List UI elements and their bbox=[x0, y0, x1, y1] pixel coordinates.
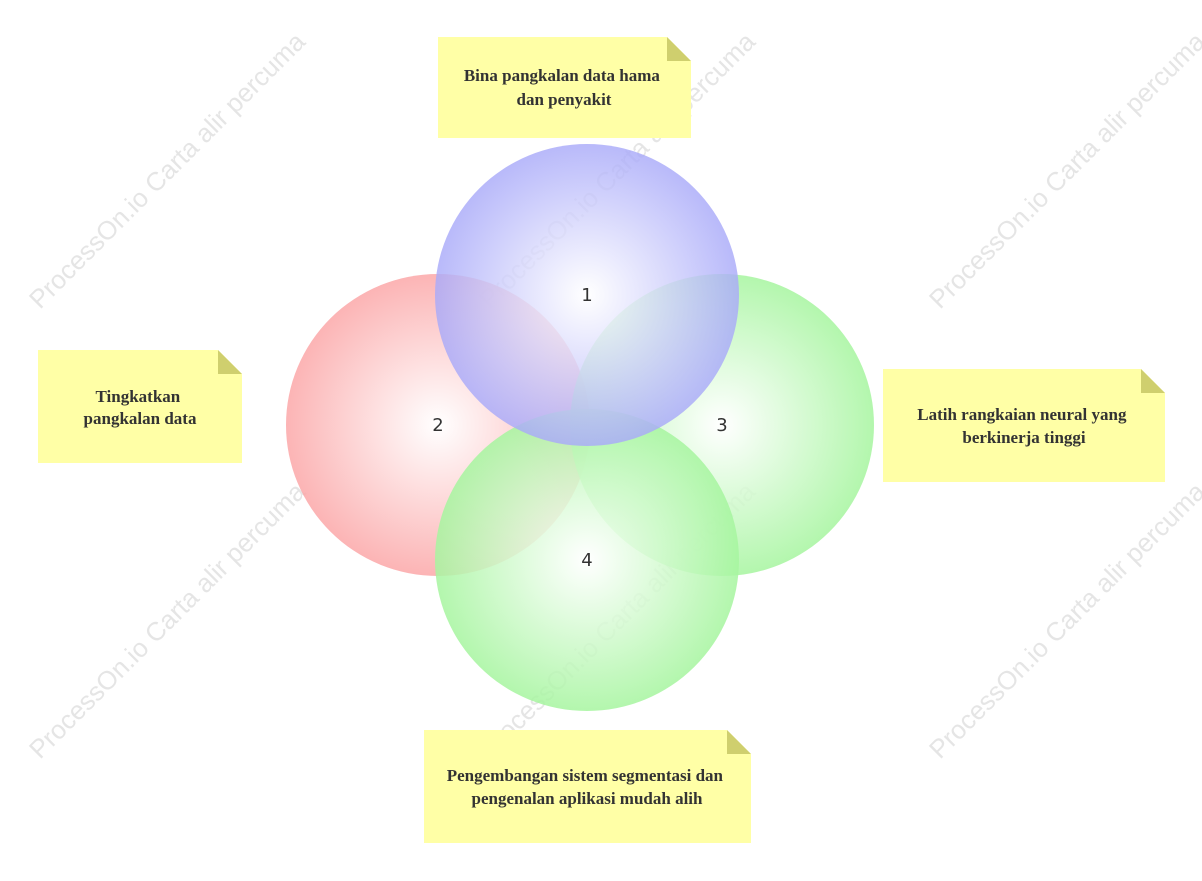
svg-text:Pengembangan sistem segmentasi: Pengembangan sistem segmentasi dan penge… bbox=[447, 766, 728, 808]
watermark-text: ProcessOn.io Carta alir percuma bbox=[23, 26, 311, 314]
note-top-fold-icon bbox=[667, 37, 691, 61]
note-left-line-2: pangkalan data bbox=[84, 409, 197, 428]
note-top[interactable]: Bina pangkalan data hama dan penyakit bbox=[438, 37, 691, 138]
circle-3-label: 3 bbox=[716, 415, 727, 436]
svg-text:Tingkatkan pangkalan dat: Tingkatkan pangkalan data bbox=[84, 387, 197, 428]
note-bottom[interactable]: Pengembangan sistem segmentasi dan penge… bbox=[424, 730, 751, 843]
circle-1-label: 1 bbox=[581, 285, 592, 306]
circle-4-label: 4 bbox=[581, 550, 592, 571]
circle-4[interactable] bbox=[435, 409, 739, 711]
svg-text:Bina pangkalan data hama: Bina pangkalan data hama dan penyakit bbox=[464, 66, 664, 109]
note-left[interactable]: Tingkatkan pangkalan data bbox=[38, 350, 242, 463]
watermark-text: ProcessOn.io Carta alir percuma bbox=[923, 476, 1202, 764]
venn-circles bbox=[286, 144, 874, 711]
note-top-body bbox=[438, 37, 691, 138]
note-right-line-1: Latih rangkaian neural yang bbox=[917, 405, 1127, 424]
circle-labels: 1 2 3 4 bbox=[432, 285, 727, 571]
svg-text:Latih rangkaian neural yang: Latih rangkaian neural yang berkinerja t… bbox=[917, 405, 1131, 447]
note-left-line-1: Tingkatkan bbox=[96, 387, 181, 406]
note-top-line-2: dan penyakit bbox=[517, 90, 612, 109]
note-right[interactable]: Latih rangkaian neural yang berkinerja t… bbox=[883, 369, 1165, 482]
watermark-text: ProcessOn.io Carta alir percuma bbox=[23, 476, 311, 764]
note-bottom-fold-icon bbox=[727, 730, 751, 754]
note-left-body bbox=[38, 350, 242, 463]
note-bottom-body bbox=[424, 730, 751, 843]
note-right-fold-icon bbox=[1141, 369, 1165, 393]
watermark-text: ProcessOn.io Carta alir percuma bbox=[923, 26, 1202, 314]
circle-2-label: 2 bbox=[432, 415, 443, 436]
circle-1[interactable] bbox=[435, 144, 739, 446]
note-bottom-line-1: Pengembangan sistem segmentasi dan bbox=[447, 766, 724, 785]
note-bottom-line-2: pengenalan aplikasi mudah alih bbox=[471, 789, 703, 808]
note-right-line-2: berkinerja tinggi bbox=[962, 428, 1086, 447]
note-right-body bbox=[883, 369, 1165, 482]
note-top-line-1: Bina pangkalan data hama bbox=[464, 66, 661, 85]
note-left-fold-icon bbox=[218, 350, 242, 374]
